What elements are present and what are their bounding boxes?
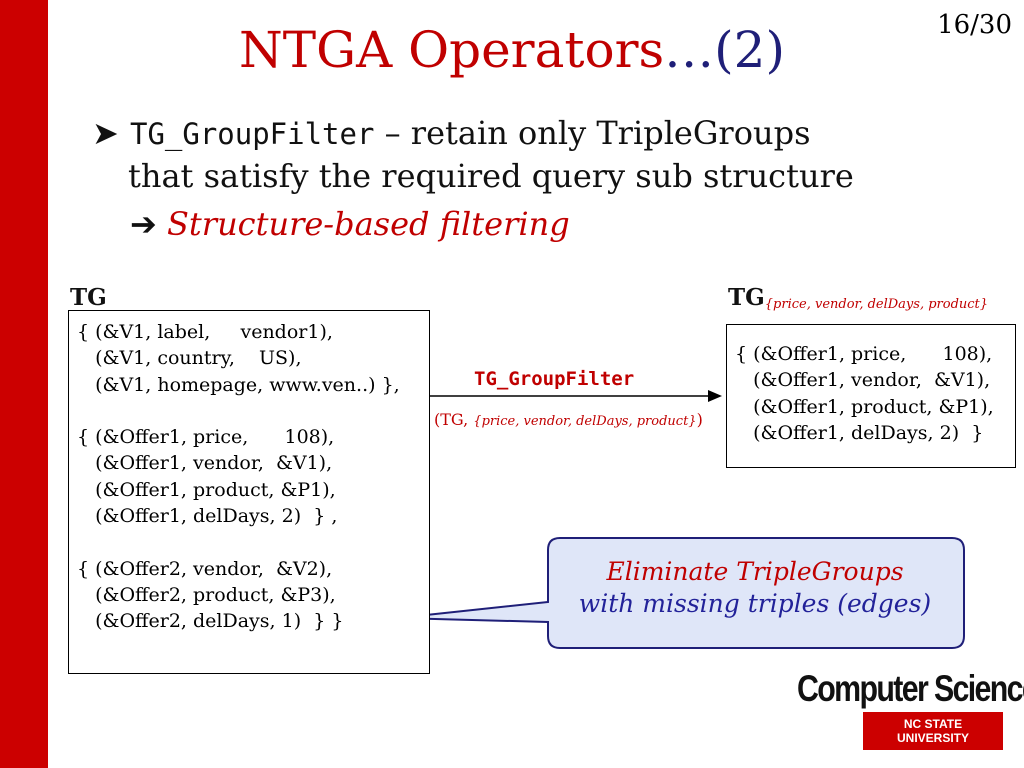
triple-line: (&V1, homepage, www.ven..) }, [77,373,400,396]
logo-text: Computer Science [797,668,1024,709]
operator-args: (TG, {price, vendor, delDays, product}) [434,410,703,429]
triple-line: (&Offer2, delDays, 1) } } [77,610,344,633]
page-number: 16/30 [937,10,1012,40]
right-tg-subscript: {price, vendor, delDays, product} [764,297,989,312]
callout-text: Eliminate TripleGroups with missing trip… [548,556,962,620]
callout-line-2: with missing triples (edges) [578,589,932,618]
triple-line: (&Offer1, product, &P1), [77,478,336,501]
left-triplegroup-box: { (&V1, label, vendor1), (&V1, country, … [68,310,430,674]
right-tg-text: TG [728,284,765,311]
right-tg-label: TG{price, vendor, delDays, product} [728,284,988,312]
bullet-line-3: ➔ Structure-based filtering [92,203,992,245]
triple-line: { (&V1, label, vendor1), [77,321,333,343]
operator-args-prefix: (TG, [434,410,474,429]
callout-bubble [397,537,965,649]
triple-line: (&Offer1, delDays, 2) } [735,421,984,444]
bullet-desc-1: – retain only TripleGroups [374,114,811,152]
title-suffix: (2) [714,21,785,79]
triple-line: (&Offer2, product, &P3), [77,583,336,606]
bullet-block: ➤ TG_GroupFilter – retain only TripleGrou… [92,112,992,245]
title-main: NTGA Operators [239,21,665,79]
right-triplegroup-box: { (&Offer1, price, 108), (&Offer1, vendo… [726,324,1016,468]
operator-code: TG_GroupFilter [130,117,375,151]
triple-line: (&Offer1, delDays, 2) } , [77,505,338,528]
slide-title: NTGA Operators…(2) [0,21,1024,80]
triple-line: { (&Offer1, price, 108), [735,343,993,365]
triple-line [77,398,421,424]
callout-line-1: Eliminate TripleGroups [606,557,904,586]
triple-line [77,529,421,555]
red-sidebar [0,0,48,768]
triple-line: { (&Offer1, price, 108), [77,426,335,449]
bullet-line-2: that satisfy the required query sub stru… [128,157,854,195]
triple-line: { (&Offer2, vendor, &V2), [77,557,333,580]
triple-line: (&Offer1, vendor, &V1), [735,369,991,392]
triple-line: (&Offer1, product, &P1), [735,395,994,418]
cs-logo: Computer Science NC STATE UNIVERSITY [797,668,1024,750]
title-ellipsis: … [664,21,715,79]
triple-line: (&Offer1, vendor, &V1), [77,452,333,475]
bullet-arrow-icon: ➤ [92,114,119,152]
operator-args-suffix: ) [696,410,703,429]
operator-args-set: {price, vendor, delDays, product} [473,414,697,429]
operator-arrowhead [708,390,722,402]
bullet-line-1: ➤ TG_GroupFilter – retain only TripleGrou… [92,112,992,155]
left-tg-label: TG [70,284,107,311]
right-arrow-icon: ➔ [130,205,157,243]
operator-label: TG_GroupFilter [474,368,635,390]
logo-subtitle: NC STATE UNIVERSITY [863,712,1003,750]
emphasis-text: Structure-based filtering [166,205,570,243]
triple-line: (&V1, country, US), [77,347,302,370]
